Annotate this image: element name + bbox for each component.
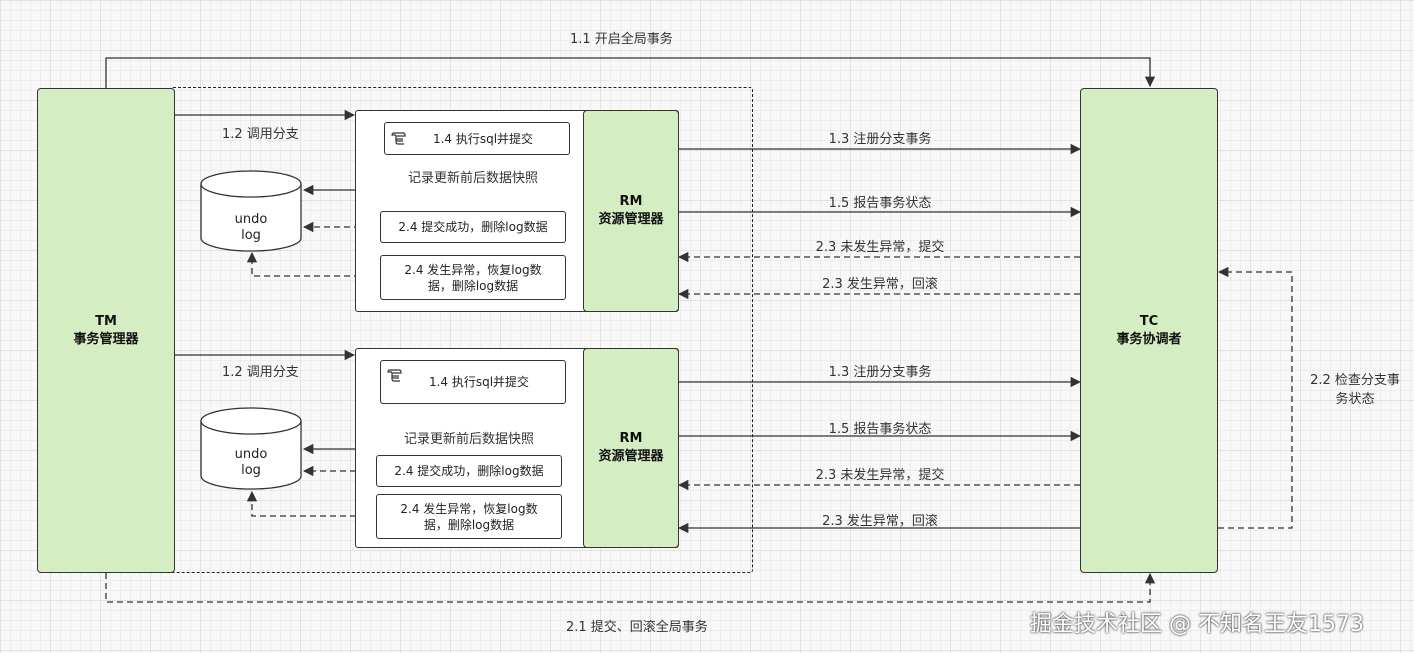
check-branch-line1: 2.2 检查分支事: [1310, 373, 1400, 388]
tc-node[interactable]: TC 事务协调者: [1080, 88, 1218, 573]
rm-node-lower[interactable]: RM 资源管理器: [583, 348, 679, 548]
undo-line2-lower: log: [241, 463, 261, 478]
tm-title: TM: [95, 313, 117, 329]
undo-log-label-upper: undo log: [201, 212, 301, 244]
label-no-error-commit-lower: 2.3 未发生异常，提交: [815, 468, 945, 483]
undo-line1-lower: undo: [234, 447, 268, 462]
check-branch-line2: 务状态: [1335, 392, 1375, 407]
commit-ok-label-upper: 2.4 提交成功，删除log数据: [398, 220, 548, 234]
commit-ok-box-upper[interactable]: 2.4 提交成功，删除log数据: [380, 211, 566, 243]
undo-log-cylinder-upper: [200, 170, 302, 252]
label-register-upper: 1.3 注册分支事务: [828, 132, 932, 147]
label-report-lower: 1.5 报告事务状态: [828, 422, 932, 437]
exec-sql-box-upper[interactable]: 1.4 执行sql并提交: [384, 122, 570, 155]
arrow-error-restore-upper: [246, 251, 380, 277]
undo-line1-upper: undo: [234, 212, 268, 227]
tc-subtitle: 事务协调者: [1116, 331, 1182, 347]
tm-node[interactable]: TM 事务管理器: [37, 88, 175, 573]
tc-title: TC: [1139, 313, 1159, 329]
undo-line2-upper: log: [241, 228, 261, 243]
arrow-commit-rollback-global: [105, 572, 1156, 603]
label-report-upper: 1.5 报告事务状态: [828, 196, 932, 211]
label-check-branch-status: 2.2 检查分支事 务状态: [1300, 369, 1410, 407]
label-call-branch-lower: 1.2 调用分支: [222, 365, 299, 380]
scroll-icon: [391, 130, 407, 150]
scroll-icon: [387, 367, 403, 387]
error-restore-line1-upper: 2.4 发生异常，恢复log数: [404, 262, 542, 277]
label-no-error-commit-upper: 2.3 未发生异常，提交: [815, 240, 945, 255]
commit-ok-box-lower[interactable]: 2.4 提交成功，删除log数据: [376, 455, 562, 487]
arrow-start-global: [105, 57, 1156, 88]
undo-log-cylinder-lower: [200, 407, 302, 490]
arrow-check-branch-status: [1217, 266, 1293, 529]
error-restore-line2-upper: 据，删除log数据: [427, 278, 519, 293]
error-restore-box-lower[interactable]: 2.4 发生异常，恢复log数 据，删除log数据: [376, 494, 562, 539]
label-error-rollback-lower: 2.3 发生异常，回滚: [822, 514, 938, 529]
rm-title-lower: RM: [619, 431, 643, 446]
exec-sql-label-upper: 1.4 执行sql并提交: [432, 131, 534, 146]
exec-sql-label-lower: 1.4 执行sql并提交: [428, 375, 530, 389]
watermark: 掘金技术社区 @ 不知名王友1573: [1030, 612, 1364, 637]
tm-subtitle: 事务管理器: [73, 331, 139, 347]
undo-log-label-lower: undo log: [201, 447, 301, 479]
label-start-global: 1.1 开启全局事务: [570, 32, 673, 47]
rm-subtitle-lower: 资源管理器: [598, 449, 664, 464]
error-restore-box-upper[interactable]: 2.4 发生异常，恢复log数 据，删除log数据: [380, 255, 566, 300]
label-call-branch-upper: 1.2 调用分支: [222, 127, 299, 142]
error-restore-line2-lower: 据，删除log数据: [423, 517, 515, 532]
rm-node-upper[interactable]: RM 资源管理器: [583, 110, 679, 312]
label-error-rollback-upper: 2.3 发生异常，回滚: [822, 277, 938, 292]
commit-ok-label-lower: 2.4 提交成功，删除log数据: [394, 464, 544, 478]
rm-subtitle-upper: 资源管理器: [598, 212, 664, 227]
label-register-lower: 1.3 注册分支事务: [828, 365, 932, 380]
error-restore-line1-lower: 2.4 发生异常，恢复log数: [400, 501, 538, 516]
label-snapshot-upper: 记录更新前后数据快照: [408, 171, 539, 186]
label-snapshot-lower: 记录更新前后数据快照: [404, 432, 535, 447]
exec-sql-box-lower[interactable]: 1.4 执行sql并提交: [380, 360, 566, 404]
label-commit-rollback-global: 2.1 提交、回滚全局事务: [566, 620, 708, 635]
rm-title-upper: RM: [619, 194, 643, 209]
arrow-error-restore-lower: [246, 490, 376, 517]
